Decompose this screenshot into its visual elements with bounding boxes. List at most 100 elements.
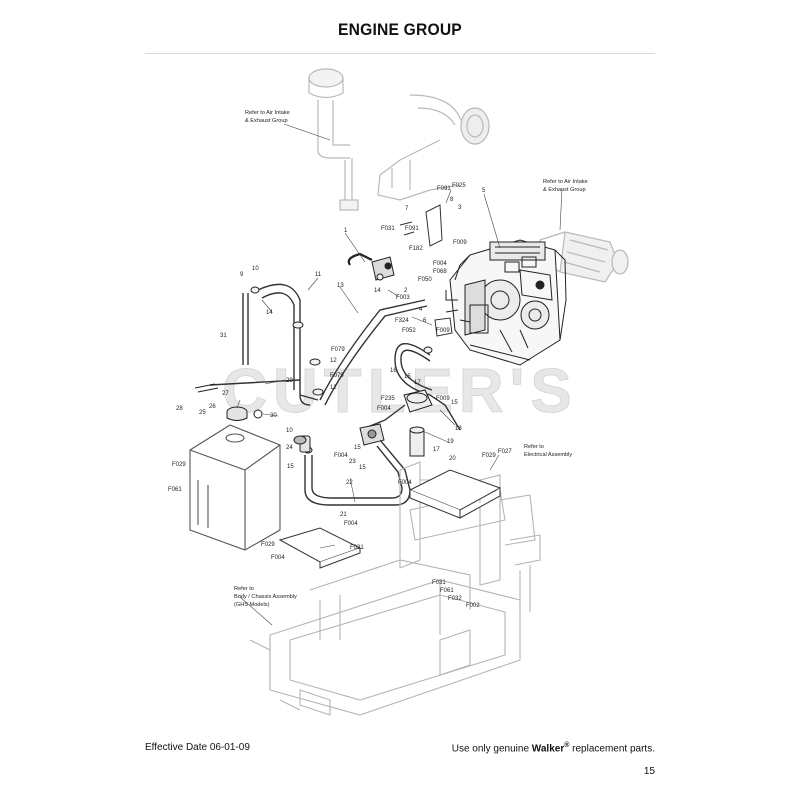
callout: 9 bbox=[240, 272, 244, 278]
callout: 28 bbox=[176, 406, 183, 412]
callout: F182 bbox=[409, 246, 423, 252]
callout: F091 bbox=[405, 226, 419, 232]
title-divider bbox=[145, 53, 655, 54]
trademark-symbol: ® bbox=[564, 742, 570, 749]
air-intake-pipe bbox=[308, 68, 490, 211]
callout: 10 bbox=[252, 266, 259, 272]
genuine-parts-note: Use only genuine Walker® replacement par… bbox=[452, 742, 655, 754]
callout: F079 bbox=[330, 373, 344, 379]
fuel-filter bbox=[403, 389, 433, 457]
callout: F004 bbox=[271, 555, 285, 561]
reference-labels: Refer to Air Intake & Exhaust Group Refe… bbox=[234, 110, 588, 608]
callout: 18 bbox=[455, 426, 462, 432]
watermark-text: CUTLER'S bbox=[222, 357, 578, 426]
filler-neck bbox=[293, 435, 307, 445]
callout: 19 bbox=[447, 439, 454, 445]
ref-air-intake-right-line1: Refer to Air Intake bbox=[543, 179, 588, 185]
callout: F029 bbox=[172, 462, 186, 468]
callout: 15 bbox=[451, 400, 458, 406]
ref-chassis-line3: (GHS Models) bbox=[234, 602, 270, 608]
callout: 1 bbox=[344, 228, 348, 234]
fuel-tank bbox=[189, 424, 281, 551]
mounting-brackets bbox=[399, 204, 453, 337]
ref-air-intake-right-line2: & Exhaust Group bbox=[543, 187, 586, 193]
callout: F009 bbox=[453, 240, 467, 246]
callout: F061 bbox=[440, 588, 454, 594]
chassis-frame bbox=[249, 461, 541, 716]
callout: 11 bbox=[315, 272, 322, 278]
fuel-shutoff-solenoid bbox=[347, 252, 395, 281]
callout: F031 bbox=[350, 545, 364, 551]
callout: 20 bbox=[449, 456, 456, 462]
callout: F004 bbox=[344, 521, 358, 527]
callout: 24 bbox=[286, 445, 293, 451]
callout: F235 bbox=[381, 396, 395, 402]
callout: F061 bbox=[168, 487, 182, 493]
callout: F068 bbox=[433, 269, 447, 275]
callout: 8 bbox=[450, 197, 454, 203]
callout: 4 bbox=[419, 307, 423, 313]
callout: 23 bbox=[349, 459, 356, 465]
callout: F027 bbox=[498, 449, 512, 455]
callout: F009 bbox=[436, 328, 450, 334]
part-callouts: F091 F025 5 8 3 7 F031 F091 F009 F182 1 … bbox=[168, 183, 512, 609]
ref-air-intake-left-line2: & Exhaust Group bbox=[245, 118, 288, 124]
callout: 22 bbox=[346, 480, 353, 486]
fuel-pump bbox=[359, 423, 385, 446]
callout: F004 bbox=[334, 453, 348, 459]
engine bbox=[445, 239, 567, 366]
callout: 14 bbox=[374, 288, 381, 294]
callout: 10 bbox=[286, 428, 293, 434]
callout: 5 bbox=[482, 188, 486, 194]
note-prefix: Use only genuine bbox=[451, 743, 532, 755]
callout: F091 bbox=[437, 186, 451, 192]
fuel-cap-parts bbox=[194, 383, 311, 453]
note-suffix: replacement parts. bbox=[569, 743, 655, 755]
callout: 30 bbox=[270, 413, 277, 419]
callout: F031 bbox=[381, 226, 395, 232]
callout: 12 bbox=[330, 385, 337, 391]
callout: 16 bbox=[390, 368, 397, 374]
callout: 3 bbox=[458, 205, 462, 211]
page-number: 15 bbox=[643, 766, 655, 777]
muffler bbox=[539, 231, 629, 283]
callout: F004 bbox=[433, 261, 447, 267]
ref-electrical-line1: Refer to bbox=[524, 444, 544, 450]
callout: 14 bbox=[266, 310, 273, 316]
callout: F009 bbox=[436, 396, 450, 402]
callout: 29 bbox=[286, 378, 293, 384]
callout: 15 bbox=[354, 445, 361, 451]
callout: F050 bbox=[418, 277, 432, 283]
ref-air-intake-left-line1: Refer to Air Intake bbox=[245, 110, 290, 116]
callout: 25 bbox=[199, 410, 206, 416]
callout: 21 bbox=[340, 512, 347, 518]
callout: F004 bbox=[398, 480, 412, 486]
callout: F052 bbox=[402, 328, 416, 334]
ref-chassis-line2: Body / Chassis Assembly bbox=[234, 594, 297, 600]
callout: F324 bbox=[395, 318, 409, 324]
callout: 15 bbox=[287, 464, 294, 470]
ref-electrical-line2: Electrical Assembly bbox=[524, 452, 572, 458]
brand-name: Walker bbox=[531, 743, 565, 755]
fuel-lines bbox=[209, 283, 461, 506]
ref-chassis-line1: Refer to bbox=[234, 586, 254, 592]
callout: 13 bbox=[337, 283, 344, 289]
callout: F032 bbox=[448, 596, 462, 602]
callout: F079 bbox=[331, 347, 345, 353]
page-title: ENGINE GROUP bbox=[338, 20, 462, 39]
callout: 26 bbox=[209, 404, 216, 410]
callout: F004 bbox=[377, 406, 391, 412]
callout: F029 bbox=[482, 453, 496, 459]
callout: 17 bbox=[433, 447, 440, 453]
effective-date: Effective Date 06-01-09 bbox=[145, 742, 250, 753]
callout: F002 bbox=[466, 603, 480, 609]
engine-mount-plate bbox=[408, 469, 502, 519]
callout: 15 bbox=[404, 374, 411, 380]
callout: 7 bbox=[405, 206, 409, 212]
tank-bracket bbox=[278, 527, 362, 569]
callout: 12 bbox=[330, 358, 337, 364]
callout: 17 bbox=[414, 380, 421, 386]
callout: 2 bbox=[404, 288, 408, 294]
callout: 15 bbox=[359, 465, 366, 471]
